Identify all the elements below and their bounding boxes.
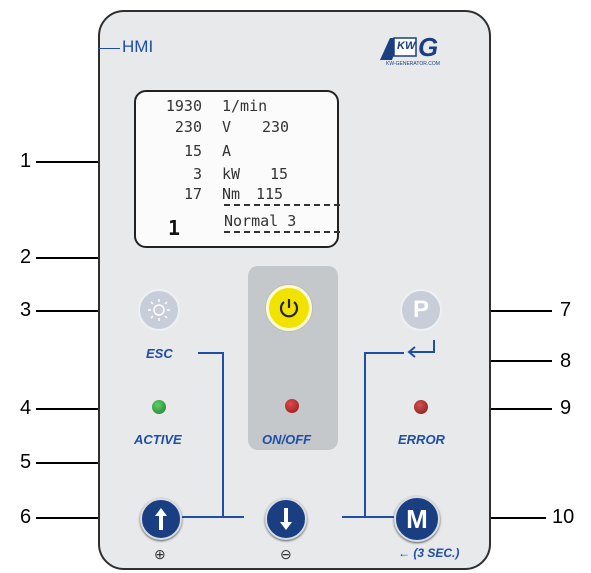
error-led [414, 400, 428, 414]
hmi-label: HMI [122, 37, 154, 56]
display-mode-text: Normal 3 [224, 212, 297, 230]
enter-arrow-icon [407, 340, 435, 358]
power-button[interactable] [266, 285, 312, 331]
display-mode-number: 1 [168, 216, 181, 240]
logo-url: KW-GENERATOR.COM [386, 61, 440, 67]
p-line-h [364, 352, 404, 354]
display-value-torque: 17 [183, 185, 202, 203]
display-extra-voltage: 230 [262, 118, 290, 136]
minus-symbol: ⊖ [280, 546, 292, 562]
arrow-down-icon [280, 508, 292, 530]
callout-2: 2 [20, 246, 32, 268]
p-button-label: P [412, 296, 429, 323]
display-value-voltage: 230 [174, 118, 202, 136]
display-dashed-line-1 [224, 204, 340, 206]
display-dashed-line-2 [224, 231, 340, 233]
logo-kw-text: KW [397, 40, 416, 52]
kwg-logo: KW G KW-GENERATOR.COM [378, 32, 458, 70]
onoff-led [285, 399, 299, 413]
callout-7: 7 [560, 299, 572, 321]
callout-line-7 [448, 310, 552, 312]
display-extra-power: 15 [270, 165, 289, 183]
display-value-rpm: 1930 [165, 97, 202, 115]
m-button[interactable]: M [394, 496, 440, 542]
plus-symbol: ⊕ [154, 546, 166, 562]
up-line [182, 516, 244, 518]
callout-4: 4 [20, 397, 32, 419]
up-button[interactable] [140, 498, 182, 540]
callout-line-10 [438, 517, 546, 519]
callout-9: 9 [560, 397, 572, 419]
display-unit-current: A [222, 142, 232, 160]
brightness-icon [148, 299, 170, 321]
down-button[interactable] [265, 498, 307, 540]
power-icon [279, 299, 299, 318]
esc-line-v [222, 352, 224, 518]
callout-line-4 [36, 408, 152, 410]
p-line-v [364, 352, 366, 518]
display-value-current: 15 [183, 142, 202, 160]
display-unit-voltage: V [222, 118, 232, 136]
p-button[interactable]: P [400, 289, 442, 331]
down-line [342, 516, 394, 518]
esc-label: ESC [146, 346, 173, 361]
callout-8: 8 [560, 350, 572, 372]
display-unit-rpm: 1/min [222, 97, 268, 115]
active-label: ACTIVE [134, 432, 182, 447]
display-unit-torque: Nm [222, 185, 241, 203]
hmi-label-line [98, 48, 120, 49]
arrow-up-icon [155, 508, 167, 530]
callout-5: 5 [20, 451, 32, 473]
m-hint: ← (3 SEC.) [398, 546, 460, 560]
callout-line-6 [36, 517, 140, 519]
display-unit-power: kW [222, 165, 241, 183]
error-label: ERROR [398, 432, 445, 447]
display-extra-torque: 115 [256, 185, 284, 203]
callout-6: 6 [20, 506, 32, 528]
callout-10: 10 [552, 506, 575, 528]
esc-line-h [198, 352, 224, 354]
brightness-button[interactable] [138, 289, 180, 331]
active-led [152, 400, 166, 414]
callout-line-3 [36, 310, 142, 312]
callout-3: 3 [20, 299, 32, 321]
display-value-power: 3 [192, 165, 202, 183]
callout-1: 1 [20, 150, 32, 172]
onoff-label: ON/OFF [262, 432, 312, 447]
lcd-display [134, 90, 339, 248]
m-button-label: M [406, 503, 428, 534]
logo-g-letter: G [418, 32, 439, 62]
